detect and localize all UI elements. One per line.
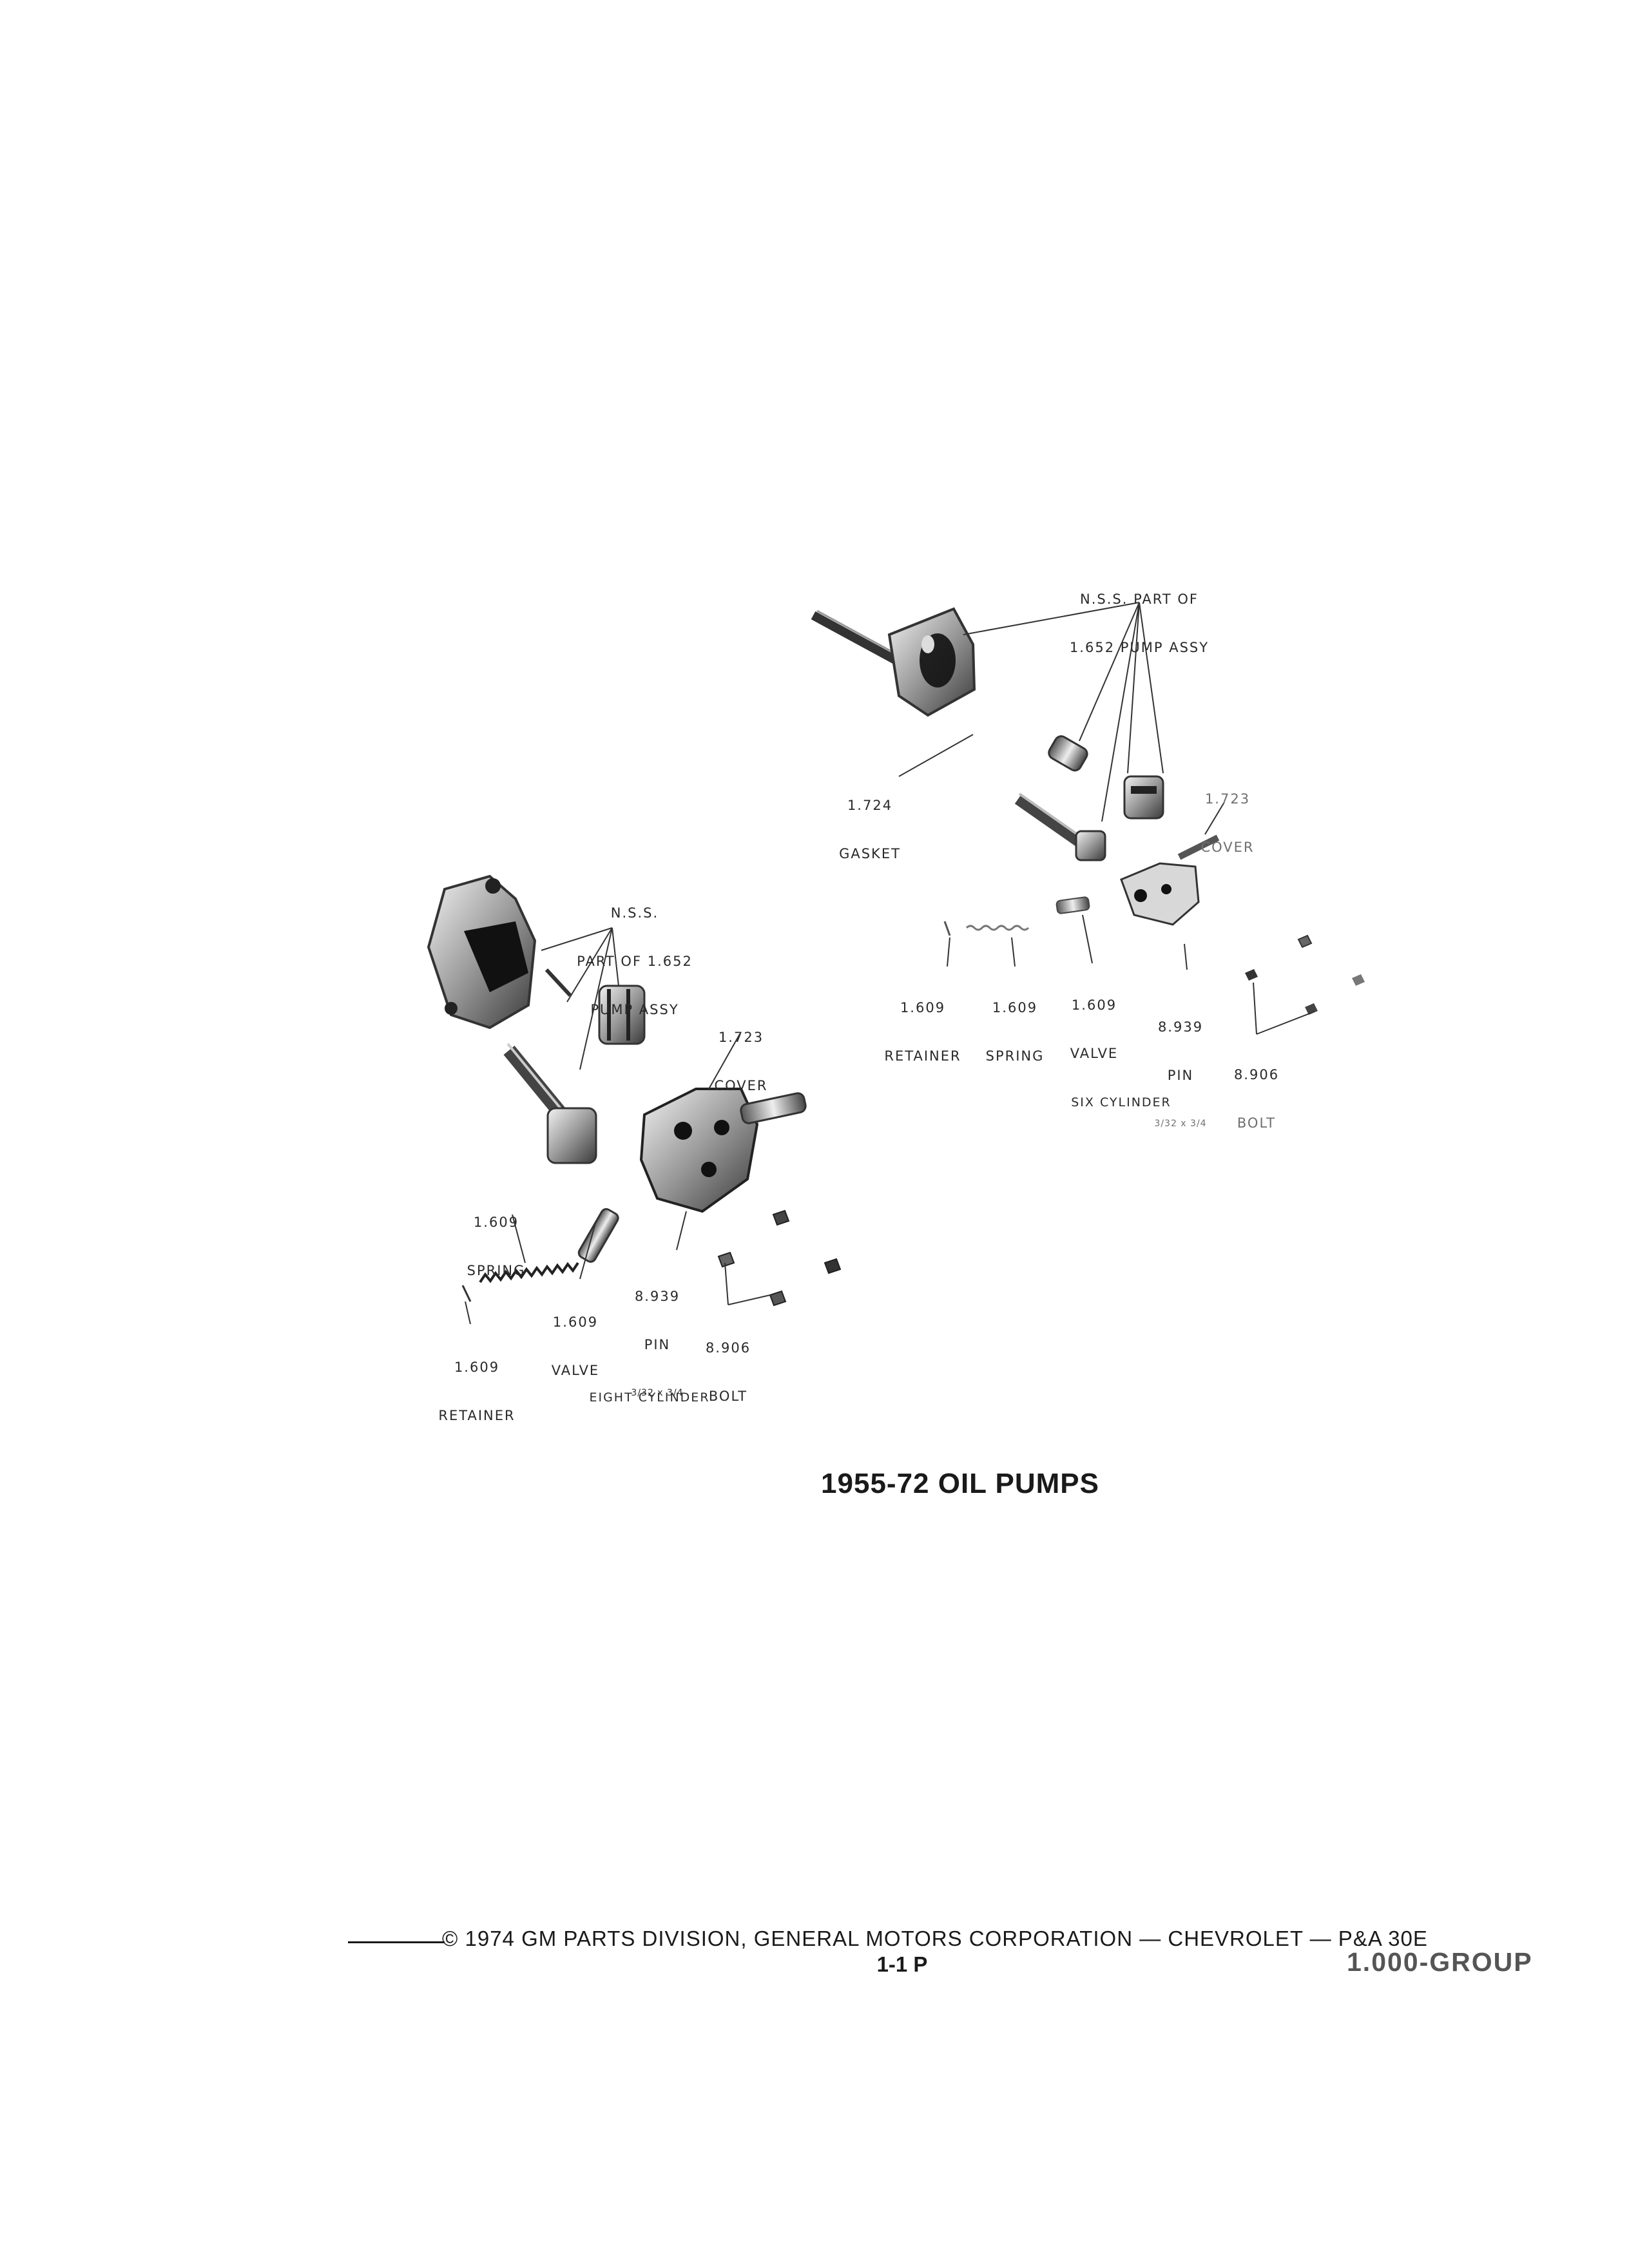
eight-cylinder-illustration [427,874,842,1325]
eight-pin-number: 8.939 [634,1289,680,1304]
eight-valve [577,1208,619,1263]
page-title: 1955-72 OIL PUMPS [821,1468,1099,1499]
six-leader-lines [898,602,1315,1035]
eight-cover [639,1088,807,1213]
six-cylinder-caption: SIX CYLINDER [1071,1095,1171,1110]
six-gear-a [1048,735,1088,772]
eight-pin-label: 8.939 PIN 3/32 x 3/4 [631,1256,683,1434]
six-pump-body [887,607,976,717]
eight-cylinder-caption: EIGHT CYLINDER [589,1390,710,1405]
six-spring-name: SPRING [985,1048,1045,1064]
six-valve-label: 1.609 VALVE [1070,965,1118,1094]
eight-spring-number: 1.609 [473,1215,519,1230]
six-cylinder-illustration [811,602,1365,1035]
six-cover-label: 1.723 COVER [1200,759,1254,888]
six-nss-line1: N.S.S. PART OF [1080,591,1199,607]
six-bolts [1245,934,1365,1015]
six-cover-number: 1.723 [1204,791,1251,807]
eight-pump-body [427,874,537,1030]
eight-pin-size: 3/32 x 3/4 [631,1388,684,1398]
six-retainer-number: 1.609 [900,1000,946,1015]
six-pump-body-shaft [811,610,905,668]
footer-group-number: 1.000-GROUP [1347,1947,1533,1977]
eight-cover-label: 1.723 COVER [714,997,767,1126]
eight-retainer-name: RETAINER [438,1408,516,1423]
eight-spring-label: 1.609 SPRING [467,1182,526,1311]
eight-bolt-number: 8.906 [705,1340,751,1356]
six-pin-name: PIN [1167,1068,1194,1083]
eight-bolt-name: BOLT [708,1389,748,1404]
eight-nss-label: N.S.S. PART OF 1.652 PUMP ASSY [577,873,693,1050]
eight-nss-line3: PUMP ASSY [590,1002,679,1017]
eight-cover-number: 1.723 [718,1030,764,1045]
six-pin-number: 8.939 [1157,1019,1204,1035]
six-cover [1120,834,1220,926]
footer-rule [348,1941,445,1943]
eight-bolt-label: 8.906 BOLT [706,1308,751,1437]
eight-spring-name: SPRING [467,1263,526,1278]
six-spring-number: 1.609 [992,1000,1038,1015]
eight-valve-number: 1.609 [552,1314,599,1330]
eight-valve-name: VALVE [551,1363,600,1378]
eight-cover-name: COVER [714,1078,768,1093]
six-retainer-label: 1.609 RETAINER [884,968,961,1097]
eight-valve-label: 1.609 VALVE [552,1282,599,1411]
six-drive-shaft [1014,793,1106,861]
six-spring-label: 1.609 SPRING [986,968,1045,1097]
six-nss-line2: 1.652 PUMP ASSY [1069,640,1210,655]
six-gasket-name: GASKET [839,846,901,861]
eight-retainer-number: 1.609 [454,1360,500,1375]
six-valve [1055,896,1090,914]
eight-retainer [461,1285,472,1302]
eight-retainer-label: 1.609 RETAINER [438,1327,515,1456]
eight-idler-shaft [545,968,572,997]
eight-nss-line2: PART OF 1.652 [577,954,693,969]
footer-page-number: 1-1 P [876,1952,928,1976]
six-valve-number: 1.609 [1071,997,1117,1013]
eight-drive-shaft [503,1043,597,1164]
six-bolt-label: 8.906 BOLT [1234,1035,1279,1164]
six-retainer-name: RETAINER [884,1048,961,1064]
six-pin-size: 3/32 x 3/4 [1154,1119,1207,1129]
six-gasket-label: 1.724 GASKET [839,765,901,894]
six-bolt-number: 8.906 [1233,1067,1280,1082]
eight-spring [479,1262,579,1283]
eight-nss-line1: N.S.S. [610,905,659,921]
six-pin-label: 8.939 PIN 3/32 x 3/4 [1154,987,1206,1164]
eight-leader-lines [465,927,771,1325]
six-valve-name: VALVE [1070,1046,1119,1061]
six-retainer [943,921,951,936]
six-spring [965,925,1030,931]
six-gasket-number: 1.724 [847,798,893,813]
six-cover-name: COVER [1200,840,1255,855]
eight-bolts [717,1209,842,1307]
six-bolt-name: BOLT [1237,1115,1277,1131]
eight-gear [598,985,646,1045]
eight-pin-name: PIN [644,1337,671,1352]
six-nss-label: N.S.S. PART OF 1.652 PUMP ASSY [1070,559,1209,688]
six-gear-b [1123,775,1164,820]
footer-copyright: © 1974 GM PARTS DIVISION, GENERAL MOTORS… [442,1927,1428,1950]
